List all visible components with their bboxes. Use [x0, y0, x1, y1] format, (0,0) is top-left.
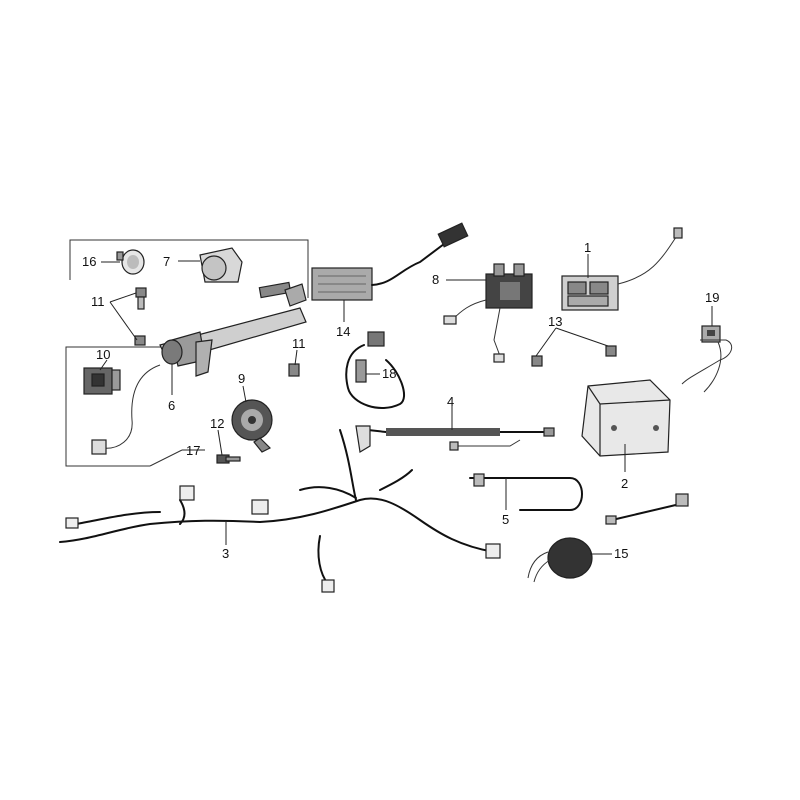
sensor-19: [681, 306, 733, 393]
callout-17: 17: [186, 443, 200, 458]
assembly-group-outline: [65, 239, 309, 467]
cap-7: [178, 247, 243, 283]
callout-15: 15: [614, 546, 628, 561]
starter-relay-8: [443, 263, 533, 363]
ground-cable-5: [469, 473, 689, 525]
cable-18: [345, 331, 405, 409]
callout-5: 5: [502, 512, 509, 527]
callout-10: 10: [96, 347, 110, 362]
battery-box-2: [581, 379, 671, 472]
bolt-11a: [109, 287, 147, 346]
callout-4: 4: [447, 394, 454, 409]
callout-3: 3: [222, 546, 229, 561]
battery-cable-4: [355, 404, 555, 453]
callout-7: 7: [163, 254, 170, 269]
callout-12: 12: [210, 416, 224, 431]
bolt-12: [216, 429, 241, 464]
callout-19: 19: [705, 290, 719, 305]
callout-18: 18: [382, 366, 396, 381]
callout-13: 13: [548, 314, 562, 329]
callout-14: 14: [336, 324, 350, 339]
ignition-switch-assembly-6: [101, 281, 307, 449]
callout-11a: 11: [91, 294, 105, 309]
regulator-rectifier-14: [311, 222, 469, 322]
callout-11b: 11: [292, 336, 306, 351]
callout-9: 9: [238, 371, 245, 386]
bolt-11b: [288, 349, 300, 377]
callout-1: 1: [584, 240, 591, 255]
horn-9: [231, 385, 273, 453]
callout-16: 16: [82, 254, 96, 269]
bolt-13: [531, 327, 617, 367]
callout-8: 8: [432, 272, 439, 287]
relay-1: [561, 227, 683, 311]
cap-16: [101, 249, 145, 275]
flasher-relay-15: [527, 537, 612, 583]
callout-labels: 1 2 3 4 5 6 7 8 9 10 11 11 12 13 14 15 1…: [82, 240, 719, 561]
callout-6: 6: [168, 398, 175, 413]
wiring-harness-3: [59, 429, 501, 593]
switch-10: [83, 359, 121, 455]
callout-2: 2: [621, 476, 628, 491]
